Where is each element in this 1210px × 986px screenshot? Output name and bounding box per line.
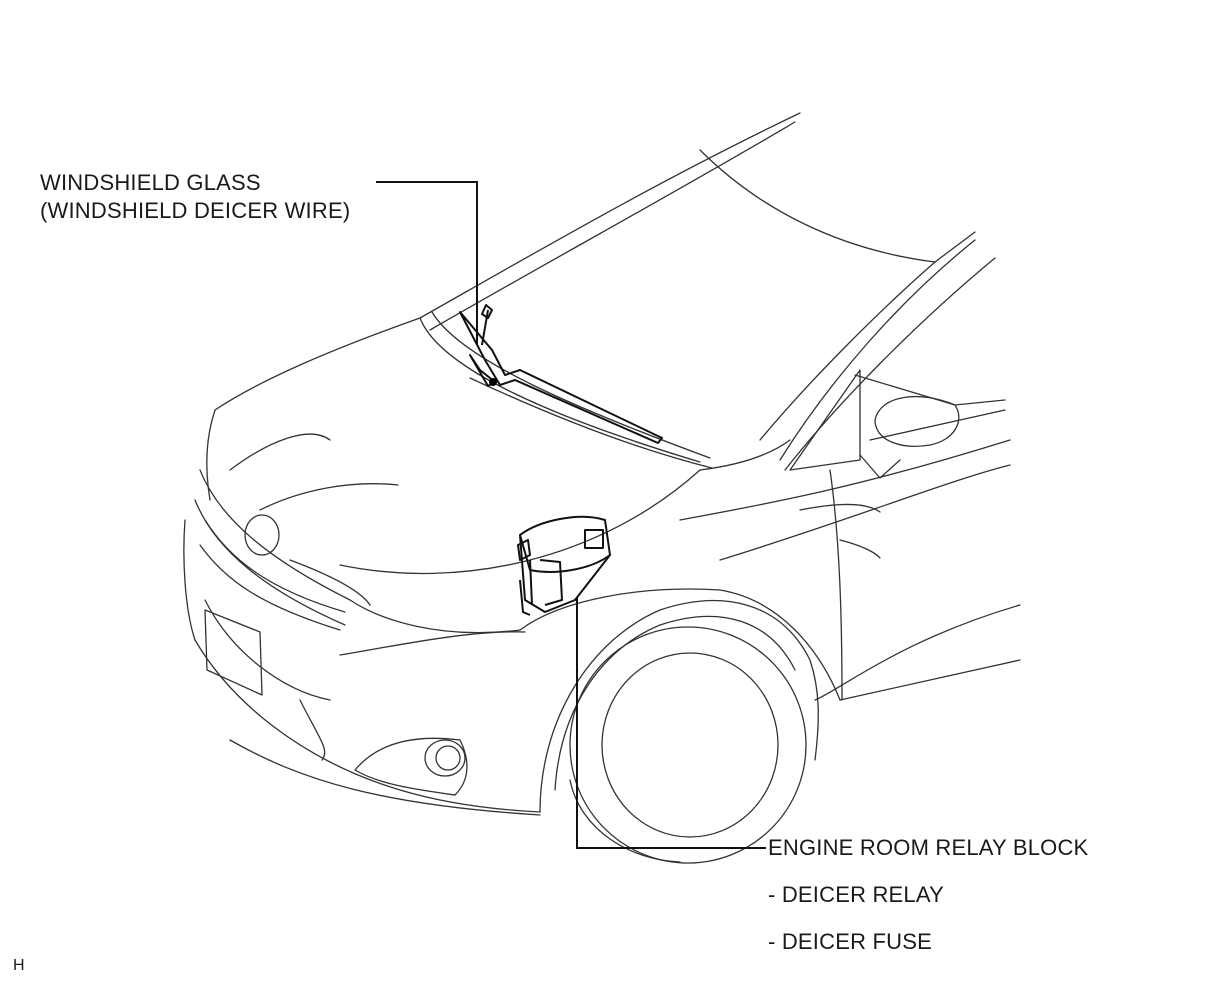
corner-mark: H <box>13 957 25 974</box>
hood-side <box>206 409 216 501</box>
a-pillar <box>759 261 936 441</box>
roof-line <box>419 112 801 319</box>
emblem <box>244 514 280 556</box>
cowl-line-2 <box>431 311 711 459</box>
fog-light-inner <box>435 745 461 771</box>
roof-rear <box>699 149 936 263</box>
relay-block-lid <box>519 515 611 573</box>
a-pillar-outer <box>784 257 996 471</box>
relay-block-leader-line <box>576 597 766 849</box>
cowl-line <box>419 317 701 463</box>
hood-crease-2 <box>259 483 399 511</box>
connector-cap <box>481 304 493 319</box>
rocker-line <box>839 659 1021 701</box>
relay-mount <box>519 579 531 616</box>
side-mirror <box>874 395 960 447</box>
deicer-connector <box>481 309 489 346</box>
door-handle-region <box>799 503 881 513</box>
windshield-deicer-wire-label: (WINDSHIELD DEICER WIRE) <box>40 198 351 223</box>
relay-fuse-box <box>584 529 604 549</box>
relay-block-body <box>519 534 611 613</box>
hood-line-3 <box>699 439 791 471</box>
headlight-edge <box>349 599 521 634</box>
tire-inner <box>601 652 779 838</box>
belt-line <box>869 409 1006 441</box>
windshield-deicer-wire-part <box>459 304 663 444</box>
fog-housing <box>354 737 468 796</box>
a-pillar-inner <box>779 239 976 461</box>
bumper-outline <box>194 639 541 813</box>
lower-intake <box>299 699 326 761</box>
headlight-lower <box>339 631 526 656</box>
wheel-arch <box>539 600 819 813</box>
hood-crease <box>229 433 331 471</box>
side-crease <box>719 464 1011 561</box>
engine-room-relay-block-part <box>517 515 611 616</box>
pivot-nut <box>489 378 497 386</box>
car-body <box>183 112 1021 864</box>
fender-line <box>519 588 841 701</box>
engine-room-relay-block-label: ENGINE ROOM RELAY BLOCK <box>768 835 1089 860</box>
fog-light <box>424 739 466 777</box>
side-crease-2 <box>679 439 1011 521</box>
deicer-fuse-label: - DEICER FUSE <box>768 929 932 954</box>
wiper-arm <box>459 311 663 444</box>
relay-block-side <box>529 559 533 606</box>
hood-top <box>214 317 421 411</box>
body-line-mid <box>839 539 881 559</box>
tire-lower <box>569 779 681 863</box>
rocker-line-2 <box>814 604 1021 701</box>
roof-line-inner <box>429 121 796 331</box>
door-window-line <box>854 374 1006 406</box>
bumper-chin <box>229 739 541 816</box>
relay-connector <box>517 539 531 561</box>
grille-bar-1 <box>204 519 346 613</box>
license-plate <box>204 609 263 696</box>
roof-rail <box>934 231 976 263</box>
grille-upper <box>199 469 351 601</box>
grille-lower <box>183 519 196 641</box>
deicer-relay-label: - DEICER RELAY <box>768 882 944 907</box>
tire <box>569 626 807 864</box>
bumper-upper <box>204 599 331 701</box>
door-window <box>789 369 861 471</box>
mirror-mount <box>859 454 901 479</box>
windshield-glass-label: WINDSHIELD GLASS <box>40 170 261 195</box>
windshield-leader-line <box>376 181 478 344</box>
grille-upper-2 <box>194 499 346 626</box>
headlight-top <box>289 559 371 606</box>
windshield-lower <box>469 377 713 469</box>
door-front <box>829 469 843 701</box>
wheel-arch-inner <box>554 615 796 791</box>
relay-bracket <box>539 559 563 606</box>
grille-bar-2 <box>199 544 341 631</box>
